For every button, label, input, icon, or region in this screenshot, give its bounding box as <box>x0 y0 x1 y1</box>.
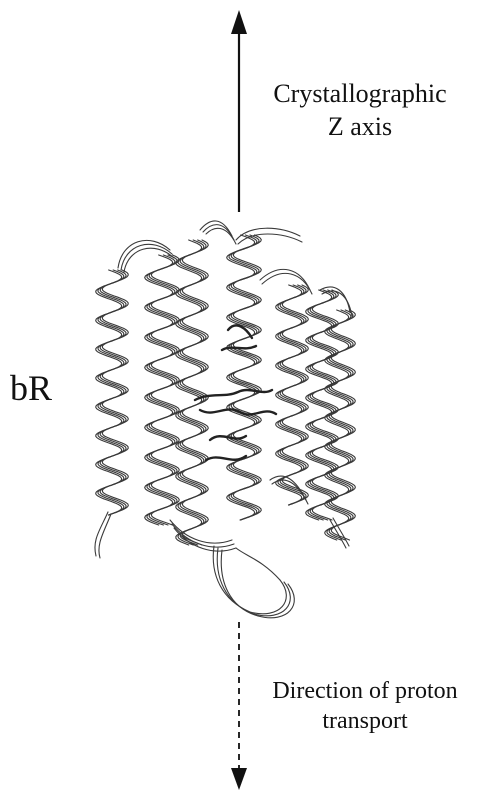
helix-strand <box>178 240 204 545</box>
helix-strand <box>229 235 257 520</box>
protein-ribbon-structure <box>95 221 355 618</box>
helix-strand <box>308 290 334 520</box>
z-axis-label-line2: Z axis <box>250 111 470 144</box>
z-axis-arrowhead <box>231 10 247 34</box>
helix-6 <box>306 290 339 520</box>
helix-strand <box>331 310 355 540</box>
helix-5 <box>276 285 309 505</box>
helix-1 <box>96 270 129 515</box>
helix-4 <box>227 235 262 520</box>
proton-transport-label: Direction of proton transport <box>250 676 480 736</box>
proton-transport-arrow <box>231 622 247 790</box>
helix-2 <box>145 255 180 525</box>
proton-transport-label-line1: Direction of proton <box>250 676 480 706</box>
z-axis-label-line1: Crystallographic <box>250 78 470 111</box>
z-axis-label: Crystallographic Z axis <box>250 78 470 143</box>
protein-loops <box>95 221 352 618</box>
helix-strand <box>98 270 124 515</box>
z-axis-arrow <box>231 10 247 212</box>
helix-strand <box>182 240 208 545</box>
helix-strand <box>151 255 179 525</box>
helix-3 <box>176 240 208 545</box>
helix-7 <box>325 310 356 540</box>
proton-transport-arrowhead <box>231 768 247 790</box>
proton-transport-label-line2: transport <box>250 706 480 736</box>
protein-label: bR <box>10 366 52 411</box>
helix-strand <box>96 270 122 515</box>
helix-strand <box>149 255 177 525</box>
helix-strand <box>312 290 338 520</box>
